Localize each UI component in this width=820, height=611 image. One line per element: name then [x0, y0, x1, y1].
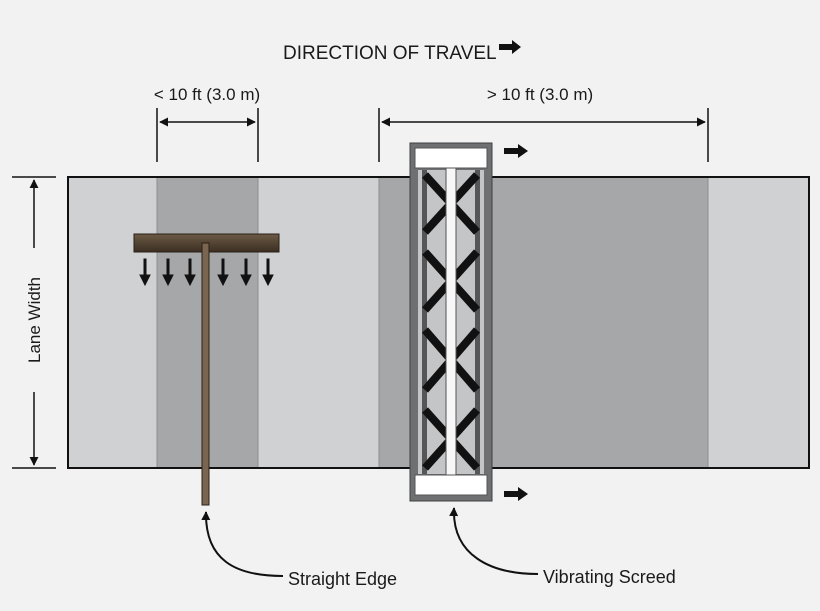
direction-arrow-icon — [499, 40, 521, 54]
downward-force-arrows — [139, 258, 274, 287]
lane-width-label: Lane Width — [25, 277, 44, 363]
screed-motion-arrow-bottom-icon — [504, 487, 528, 501]
lane-width-dimension — [12, 176, 56, 469]
short-dimension-label: < 10 ft (3.0 m) — [154, 85, 260, 104]
short-dimension-line — [156, 108, 259, 162]
straight-edge — [133, 233, 280, 506]
straight-edge-leader — [201, 511, 284, 577]
vibrating-screed-label: Vibrating Screed — [543, 567, 676, 587]
long-dimension-line — [378, 108, 709, 162]
vibrating-screed-leader — [449, 507, 539, 575]
straight-edge-label: Straight Edge — [288, 569, 397, 589]
long-dimension-label: > 10 ft (3.0 m) — [487, 85, 593, 104]
direction-of-travel-title: DIRECTION OF TRAVEL — [283, 43, 497, 64]
vibrating-screed — [409, 142, 493, 502]
screed-motion-arrow-top-icon — [504, 144, 528, 158]
